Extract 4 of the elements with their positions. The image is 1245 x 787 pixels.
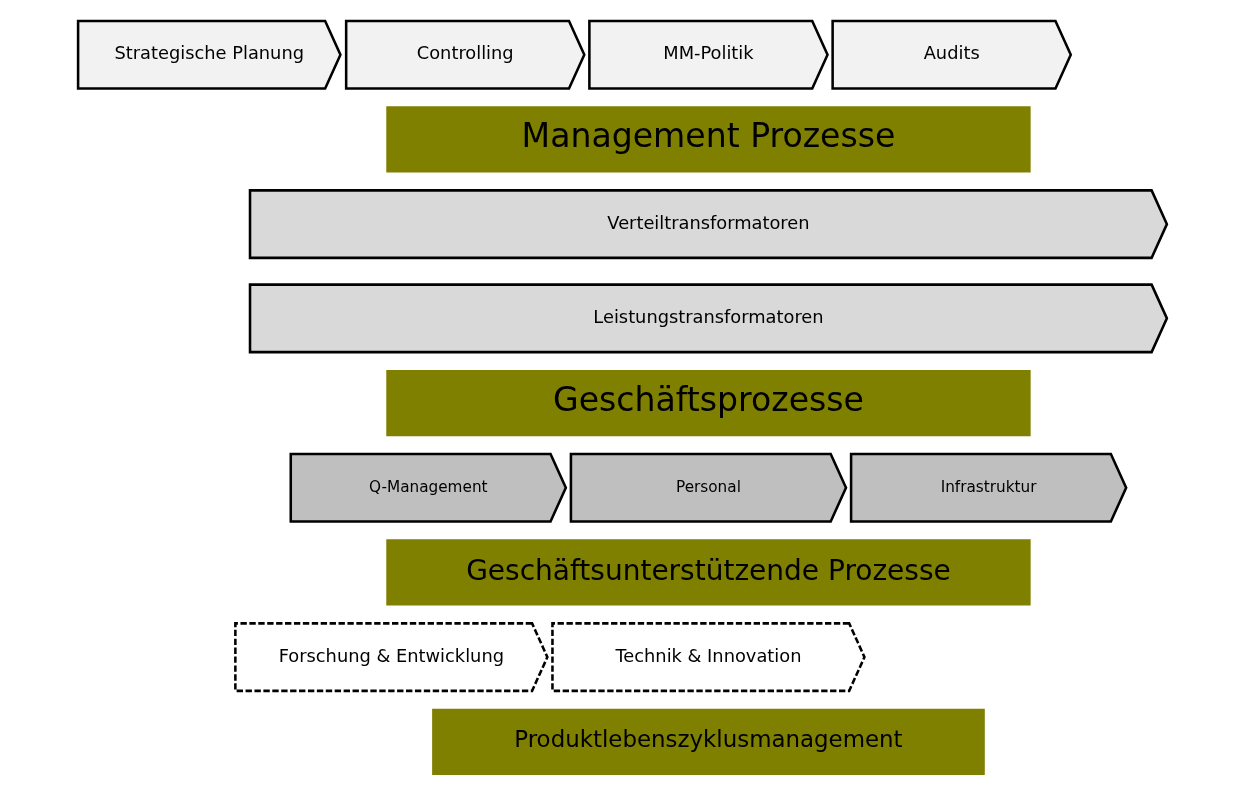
node-box: Geschäftsunterstützende Prozesse [386, 539, 1031, 606]
node-box: Produktlebenszyklusmanagement [432, 708, 985, 775]
node-box: Geschäftsprozesse [386, 369, 1031, 437]
node-box: Management Prozesse [386, 106, 1031, 173]
